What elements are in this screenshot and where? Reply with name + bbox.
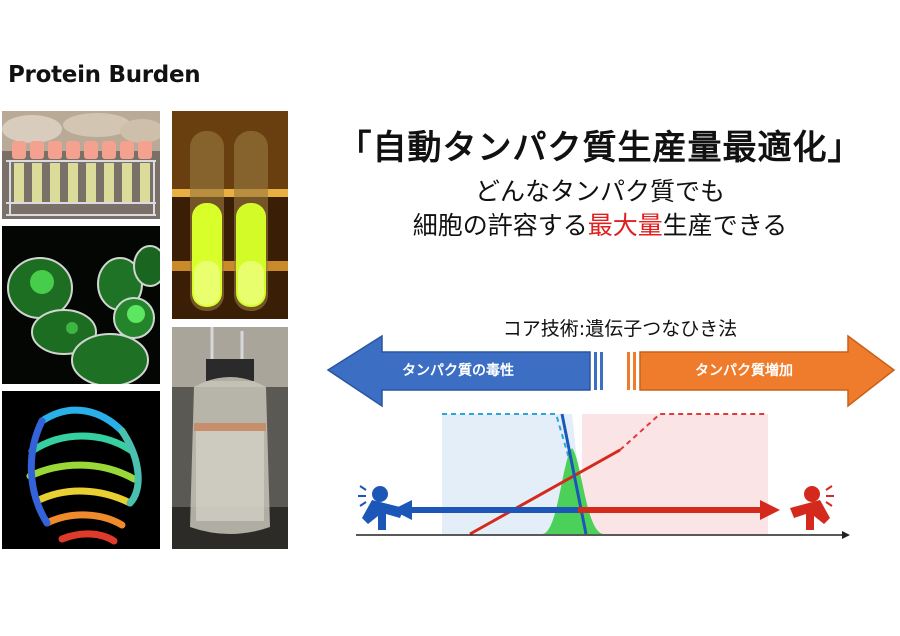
core-technology-label: コア技術:遺伝子つなひき法 — [502, 318, 738, 340]
red-tug-figure-icon — [790, 485, 834, 530]
tug-of-war-diagram — [326, 334, 896, 539]
glowing-tubes-photo — [172, 111, 288, 319]
fluorescent-cells-photo — [2, 226, 160, 384]
glass-bottle-photo — [172, 327, 288, 549]
increase-arrow — [627, 334, 896, 408]
headline: 「自動タンパク質生産量最適化」 — [337, 128, 863, 168]
subtitle-line-1: どんなタンパク質でも — [474, 177, 725, 206]
toxicity-arrow-label: タンパク質の毒性 — [402, 363, 514, 379]
subtitle-line-2-before: 細胞の許容する — [412, 211, 588, 240]
subtitle-line-2-after: 生産できる — [662, 211, 788, 240]
toxicity-region — [442, 414, 572, 534]
subtitle-line-2: 細胞の許容する最大量生産できる — [300, 206, 900, 242]
culture-tubes-photo — [2, 111, 160, 219]
subtitle-highlight: 最大量 — [587, 211, 663, 240]
toxicity-arrow — [326, 334, 603, 408]
blue-tug-figure-icon — [358, 485, 404, 530]
protein-structure-photo — [2, 391, 160, 549]
increase-arrow-label: タンパク質増加 — [695, 363, 793, 379]
section-title: Protein Burden — [8, 62, 201, 88]
increase-region — [582, 414, 768, 534]
